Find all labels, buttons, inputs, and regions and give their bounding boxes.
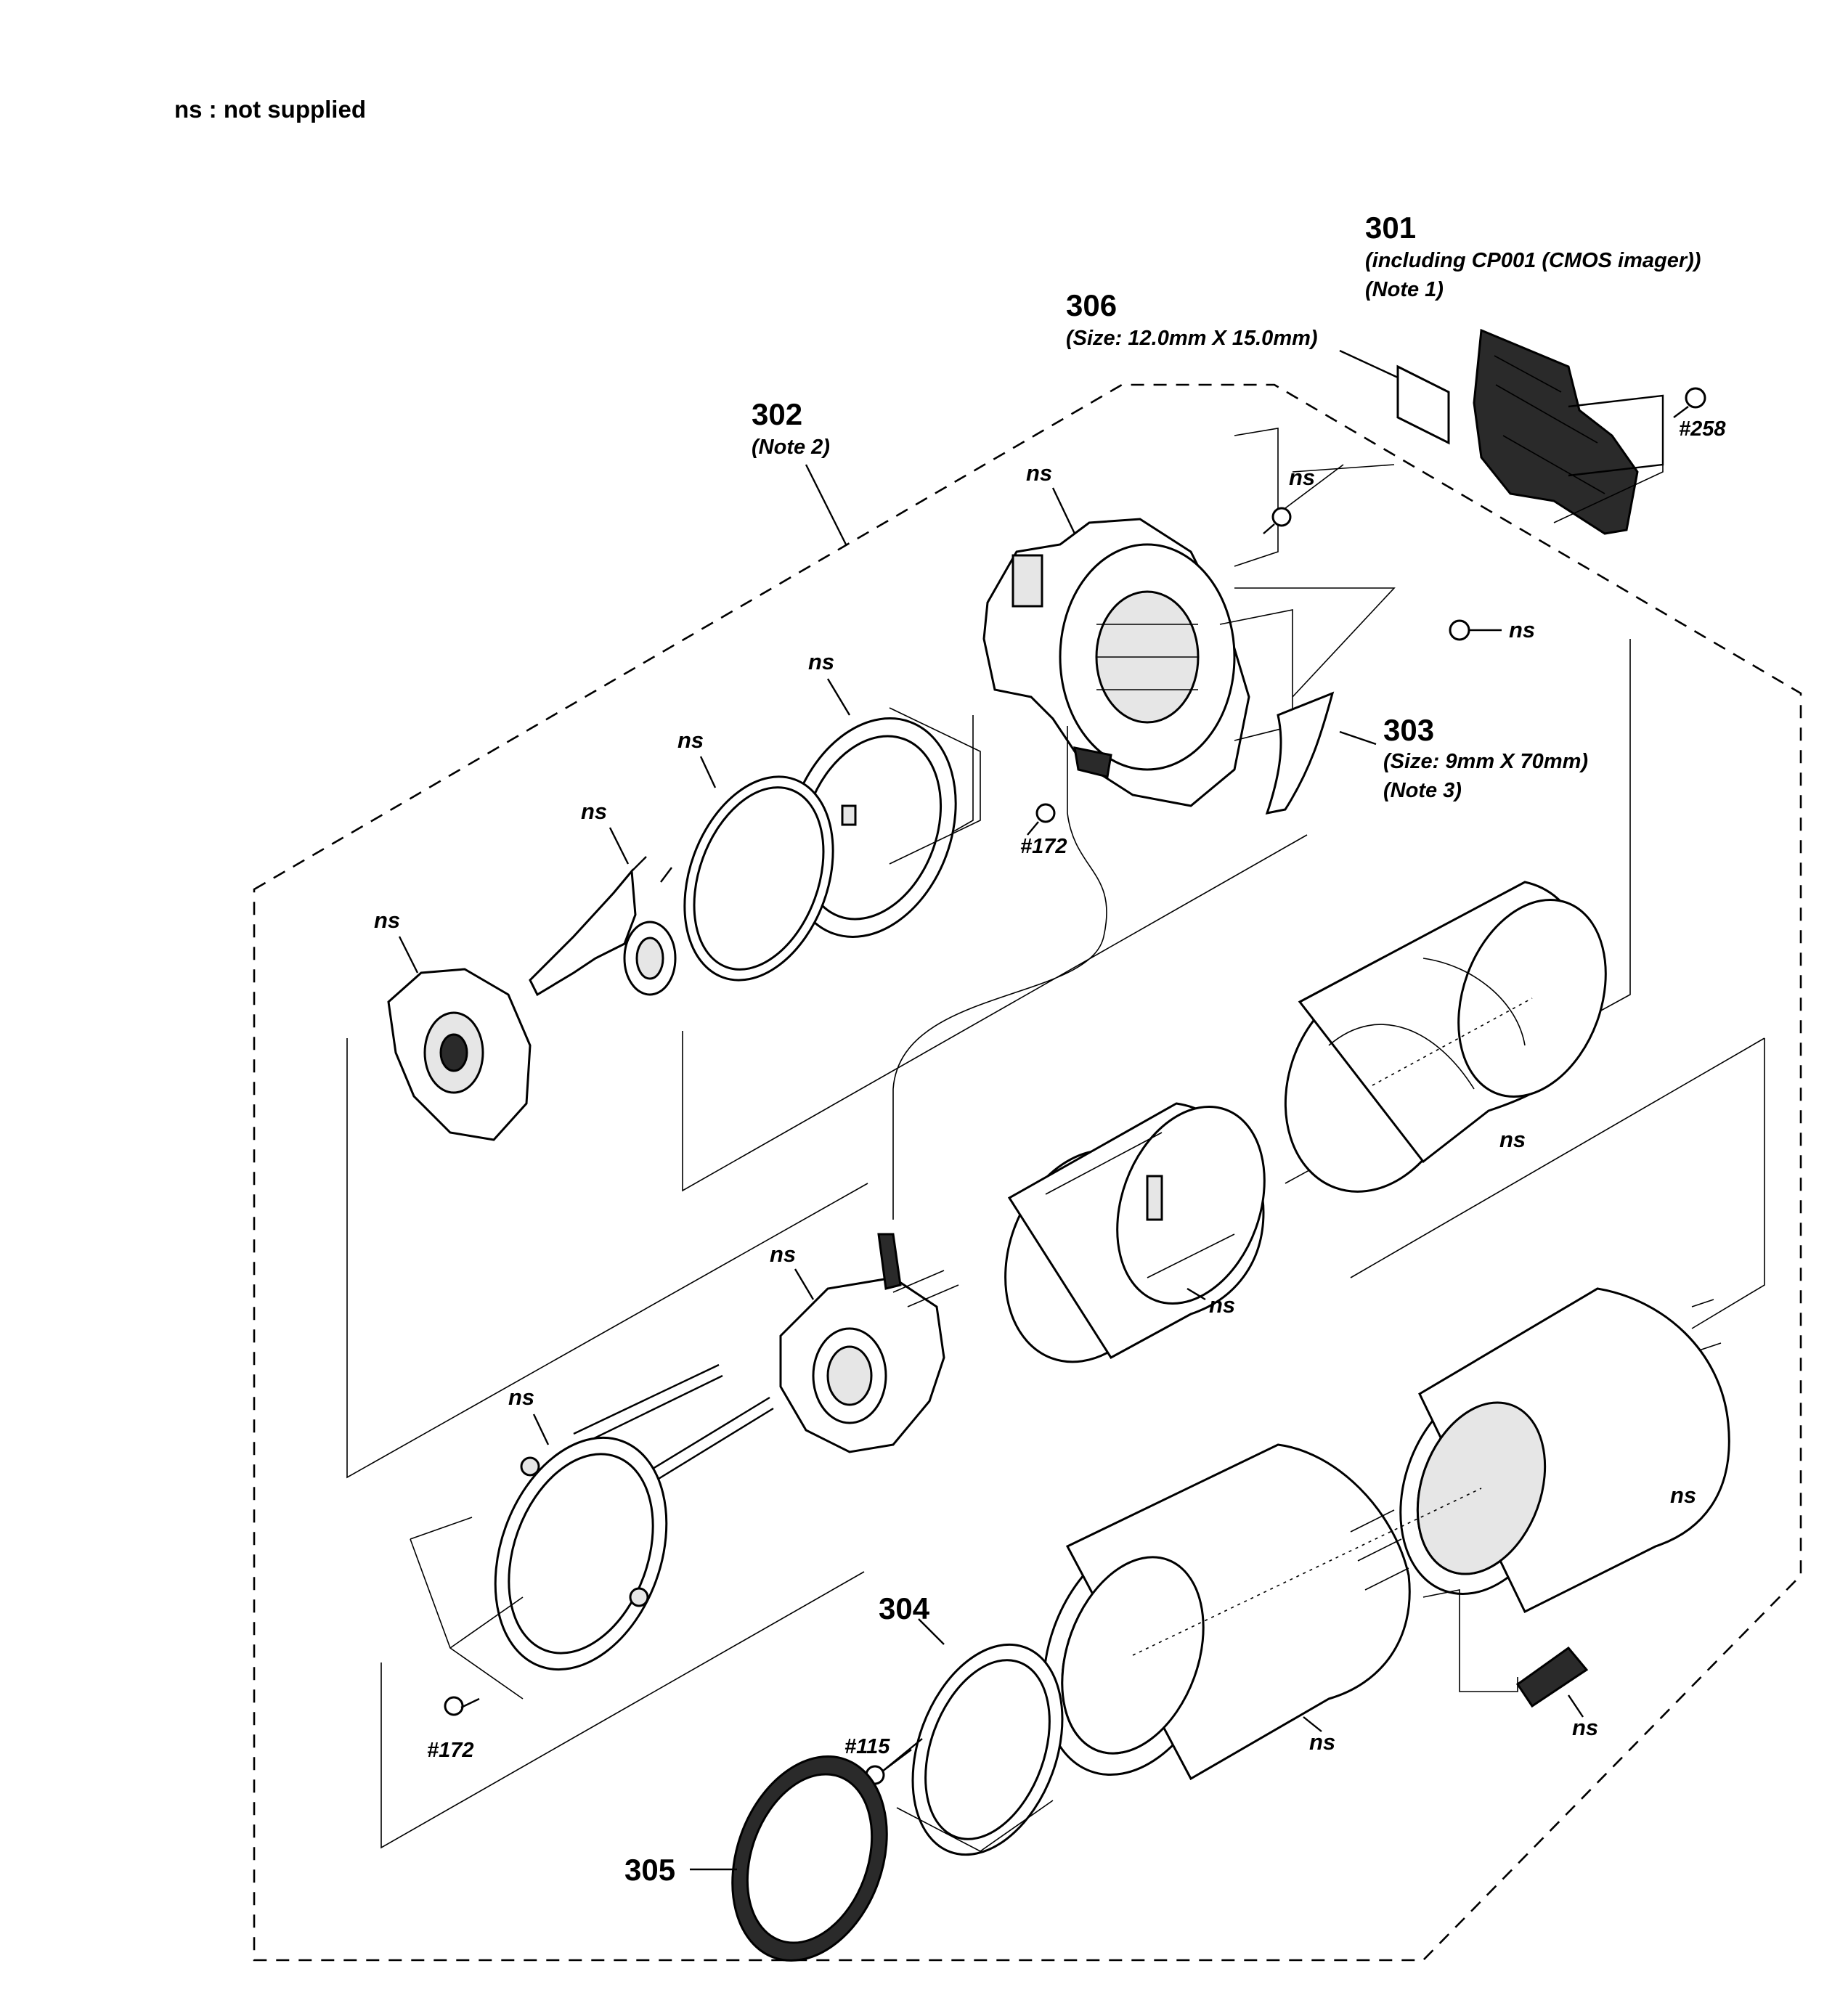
front-ring-frame (380, 1436, 865, 1849)
ns-label-front-barrel: ns (1309, 1729, 1335, 1755)
ns-leader-front-barrel (1303, 1716, 1322, 1732)
motor-housing (346, 968, 868, 1479)
ns-label-screw-top: ns (1289, 465, 1315, 490)
ns-leader-upper-ring (826, 678, 851, 716)
front-barrel (1042, 1443, 1518, 1781)
part-302-leader (805, 464, 847, 545)
thin-ring (683, 775, 834, 982)
ns-label-rear-housing: ns (1026, 460, 1052, 486)
ns-label-shutter-block: ns (770, 1241, 796, 1267)
ns-leader-front-ring-frame (532, 1413, 550, 1445)
screw-ns-top (1263, 464, 1395, 534)
screw-172-lower-label: #172 (427, 1739, 474, 1762)
part-306-filter (1339, 349, 1450, 445)
screw-258-label: #258 (1679, 417, 1726, 441)
part-302-number: 302 (752, 397, 802, 431)
part-306-note1: (Size: 12.0mm X 15.0mm) (1066, 327, 1318, 350)
part-301-cmos-board (1473, 328, 1664, 535)
part-302-note1: (Note 2) (752, 436, 830, 459)
ns-label-thin-ring: ns (677, 727, 704, 753)
ns-leader-motor (398, 936, 419, 974)
screw-115-label: #115 (844, 1735, 890, 1758)
ns-leader-shutter-block (794, 1268, 815, 1300)
ns-label-upper-ring: ns (808, 649, 834, 674)
part-301-number: 301 (1365, 211, 1416, 245)
ns-label-rear-barrel: ns (1670, 1482, 1696, 1508)
ns-label-front-ring-frame: ns (508, 1384, 534, 1410)
ns-leader-spring (1568, 1694, 1584, 1718)
rear-barrel (1399, 1287, 1730, 1614)
spring (1515, 1646, 1589, 1708)
screw-172-lower (444, 1696, 480, 1716)
ns-label-lever: ns (581, 799, 607, 824)
screw-ns-right (1234, 587, 1502, 698)
ns-label-middle-barrel: ns (1209, 1292, 1235, 1318)
part-304-number: 304 (879, 1591, 930, 1625)
screw-258 (1553, 387, 1706, 523)
part-303-number: 303 (1383, 713, 1434, 747)
ns-leader-middle-barrel (1186, 1287, 1206, 1301)
ns-label-spring: ns (1572, 1715, 1598, 1740)
screw-172-upper-label: #172 (1020, 835, 1067, 858)
ns-label-cam-barrel: ns (1499, 1127, 1526, 1152)
part-303-note1: (Size: 9mm X 70mm) (1383, 750, 1588, 773)
middle-barrel (1004, 1102, 1266, 1363)
part-303-note2: (Note 3) (1383, 779, 1462, 802)
shutter-block (779, 1233, 959, 1453)
rear-housing (982, 428, 1293, 807)
part-305-black-ring (690, 1755, 888, 1962)
part-301-note2: (Note 1) (1365, 278, 1444, 301)
ns-label-motor-housing: ns (374, 907, 400, 933)
part-301-note1: (including CP001 (CMOS imager)) (1365, 249, 1701, 272)
ns-leader-rear-housing (1051, 487, 1076, 534)
part-305-number: 305 (624, 1853, 675, 1887)
legend-text: ns : not supplied (174, 96, 366, 123)
ns-leader-lever (608, 827, 630, 865)
lever-part (529, 856, 677, 997)
part-306-number: 306 (1066, 288, 1117, 322)
part-303-strip (1265, 691, 1377, 815)
assembly-302-boundary (253, 383, 1802, 1962)
guide-lines (682, 639, 1765, 1329)
cam-barrel (1284, 881, 1607, 1193)
ns-label-screw-right: ns (1509, 617, 1535, 642)
ns-leader-thin-ring (699, 756, 717, 788)
part-304-ring (896, 1618, 1064, 1856)
